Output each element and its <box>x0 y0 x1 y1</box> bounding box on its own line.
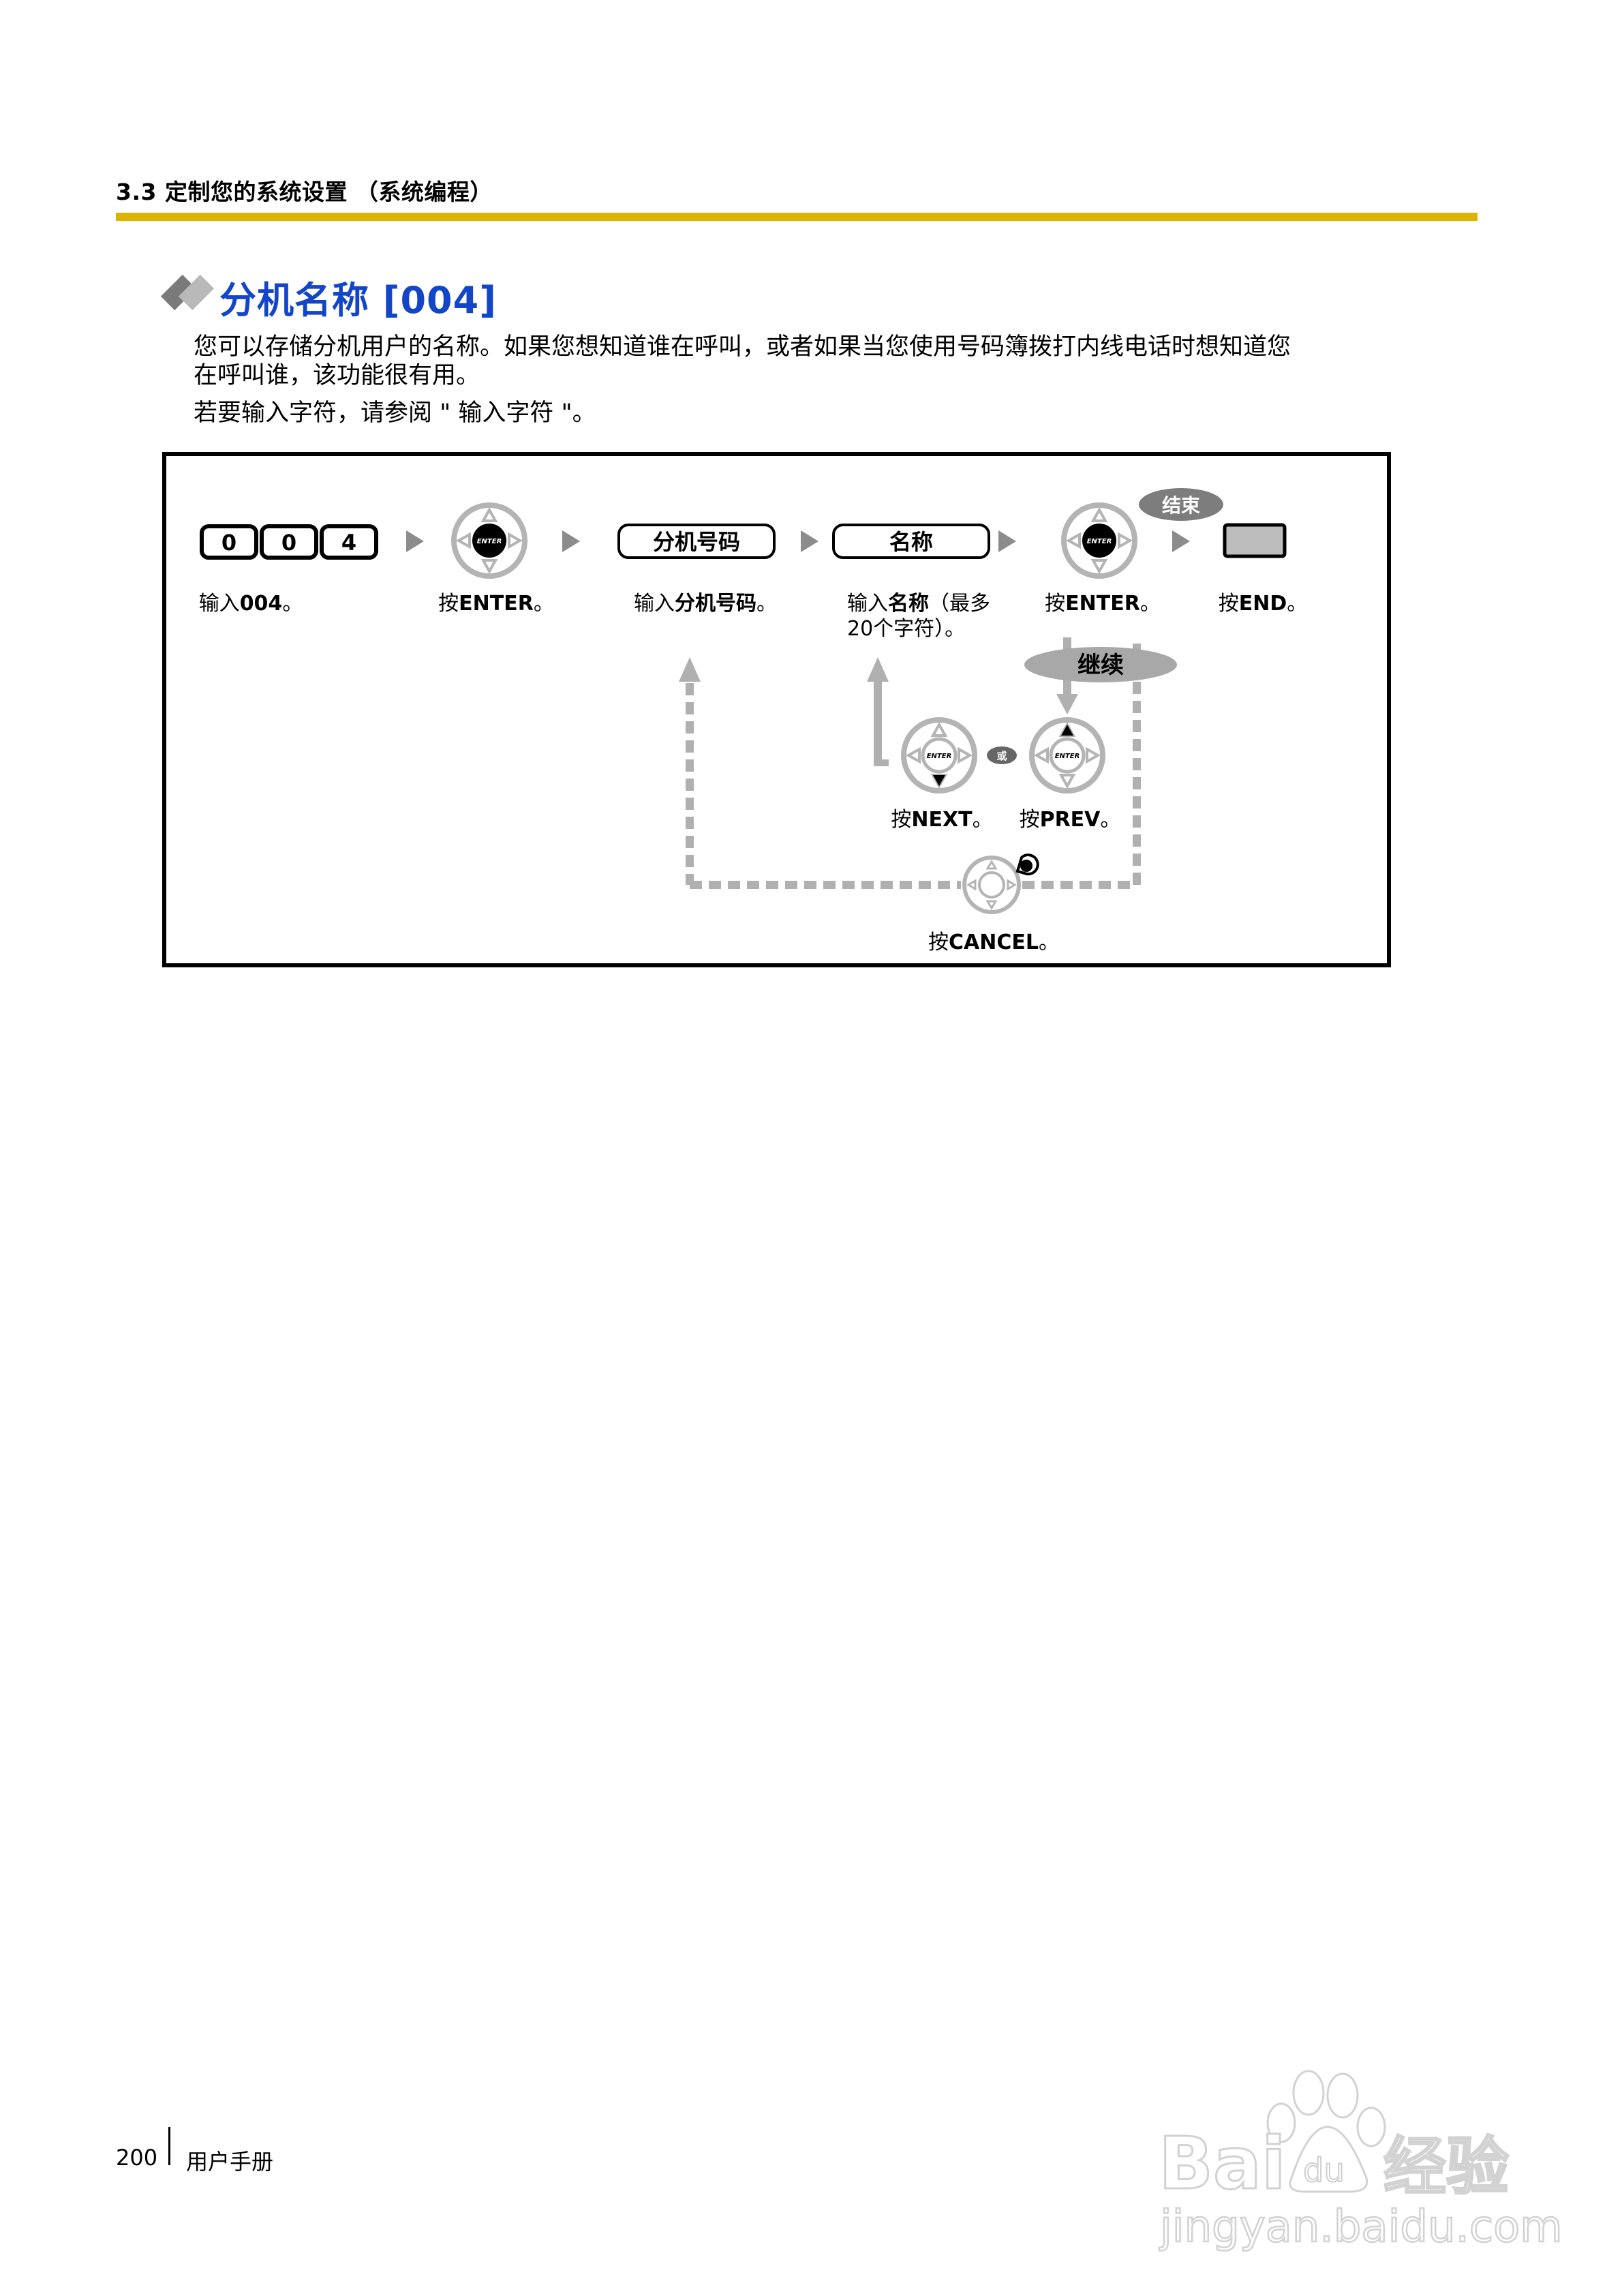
flow-arrow-icon <box>562 530 580 552</box>
digit-keys: 0 0 4 <box>200 524 378 560</box>
footer-label: 用户手册 <box>186 2149 274 2175</box>
svg-text:分机号码: 分机号码 <box>653 529 740 555</box>
enter-button-icon: ENTER <box>454 505 525 576</box>
svg-text:ENTER: ENTER <box>1087 538 1112 545</box>
cancel-loop-dashed-arrow <box>679 637 1141 889</box>
svg-text:经验: 经验 <box>1383 2130 1509 2203</box>
baidu-jingyan-watermark: Bai du 经验 jingyan.baidu.com <box>1158 2070 1563 2253</box>
key-4: 4 <box>341 530 356 556</box>
continue-badge: 继续 <box>1024 637 1177 714</box>
flow-arrow-icon <box>406 530 424 552</box>
footer-divider <box>168 2127 170 2165</box>
svg-text:ENTER: ENTER <box>477 538 502 545</box>
or-badge: 或 <box>987 746 1017 764</box>
name-field: 名称 <box>832 524 990 559</box>
intro-line-1: 您可以存储分机用户的名称。如果您想知道谁在呼叫，或者如果当您使用号码簿拨打内线电… <box>194 333 1291 361</box>
procedure-diagram: 0 0 4 ENTER 分机号码 名称 ENTER 结束 输入004。 按ENT… <box>199 488 1308 954</box>
page-number: 200 <box>116 2145 158 2171</box>
intro-line-2: 在呼叫谁，该功能很有用。 <box>194 362 480 389</box>
svg-text:继续: 继续 <box>1077 652 1124 679</box>
header-rule <box>116 213 1478 221</box>
press-prev-label: 按PREV。 <box>1020 808 1121 832</box>
key-0-second: 0 <box>281 530 296 556</box>
next-loop-arrow <box>867 657 889 766</box>
step-enter-004-label: 输入004。 <box>199 592 303 616</box>
svg-text:du: du <box>1303 2151 1345 2190</box>
page-title: 分机名称 [004] <box>219 278 497 322</box>
end-badge: 结束 <box>1139 488 1223 521</box>
ext-number-field: 分机号码 <box>617 524 776 559</box>
procedure-diagram-frame <box>162 452 1391 967</box>
svg-text:名称: 名称 <box>889 529 933 555</box>
flow-arrow-icon <box>998 530 1016 552</box>
prev-button-icon: ENTER <box>1032 720 1103 791</box>
svg-text:Bai: Bai <box>1159 2122 1286 2205</box>
svg-text:ENTER: ENTER <box>1055 753 1080 760</box>
end-key-icon <box>1223 523 1287 558</box>
step-enter-name-label: 输入名称（最多 <box>847 592 990 616</box>
svg-text:jingyan.baidu.com: jingyan.baidu.com <box>1159 2202 1563 2252</box>
page-title-row: 分机名称 [004] <box>160 269 497 324</box>
svg-text:ENTER: ENTER <box>927 753 952 760</box>
press-cancel-label: 按CANCEL。 <box>928 931 1059 954</box>
step-press-enter-label: 按ENTER。 <box>438 592 554 616</box>
svg-text:或: 或 <box>996 750 1007 762</box>
cancel-button-icon <box>962 854 1039 914</box>
flow-arrow-icon <box>1172 530 1190 552</box>
svg-text:结束: 结束 <box>1162 494 1200 517</box>
press-next-label: 按NEXT。 <box>891 808 992 832</box>
flow-arrow-icon <box>801 530 818 552</box>
step-enter-name-label-line2: 20个字符）。 <box>847 617 965 641</box>
step-enter-ext-number-label: 输入分机号码。 <box>634 592 777 616</box>
next-button-icon: ENTER <box>904 720 975 791</box>
step-press-enter-2-label: 按ENTER。 <box>1045 592 1161 616</box>
input-chars-reference: 若要输入字符，请参阅 " 输入字符 "。 <box>194 399 596 427</box>
section-header: 3.3 定制您的系统设置 （系统编程） <box>116 179 493 205</box>
enter-button-icon: ENTER <box>1064 505 1135 576</box>
step-press-end-label: 按END。 <box>1219 592 1308 616</box>
key-0-first: 0 <box>221 530 236 556</box>
